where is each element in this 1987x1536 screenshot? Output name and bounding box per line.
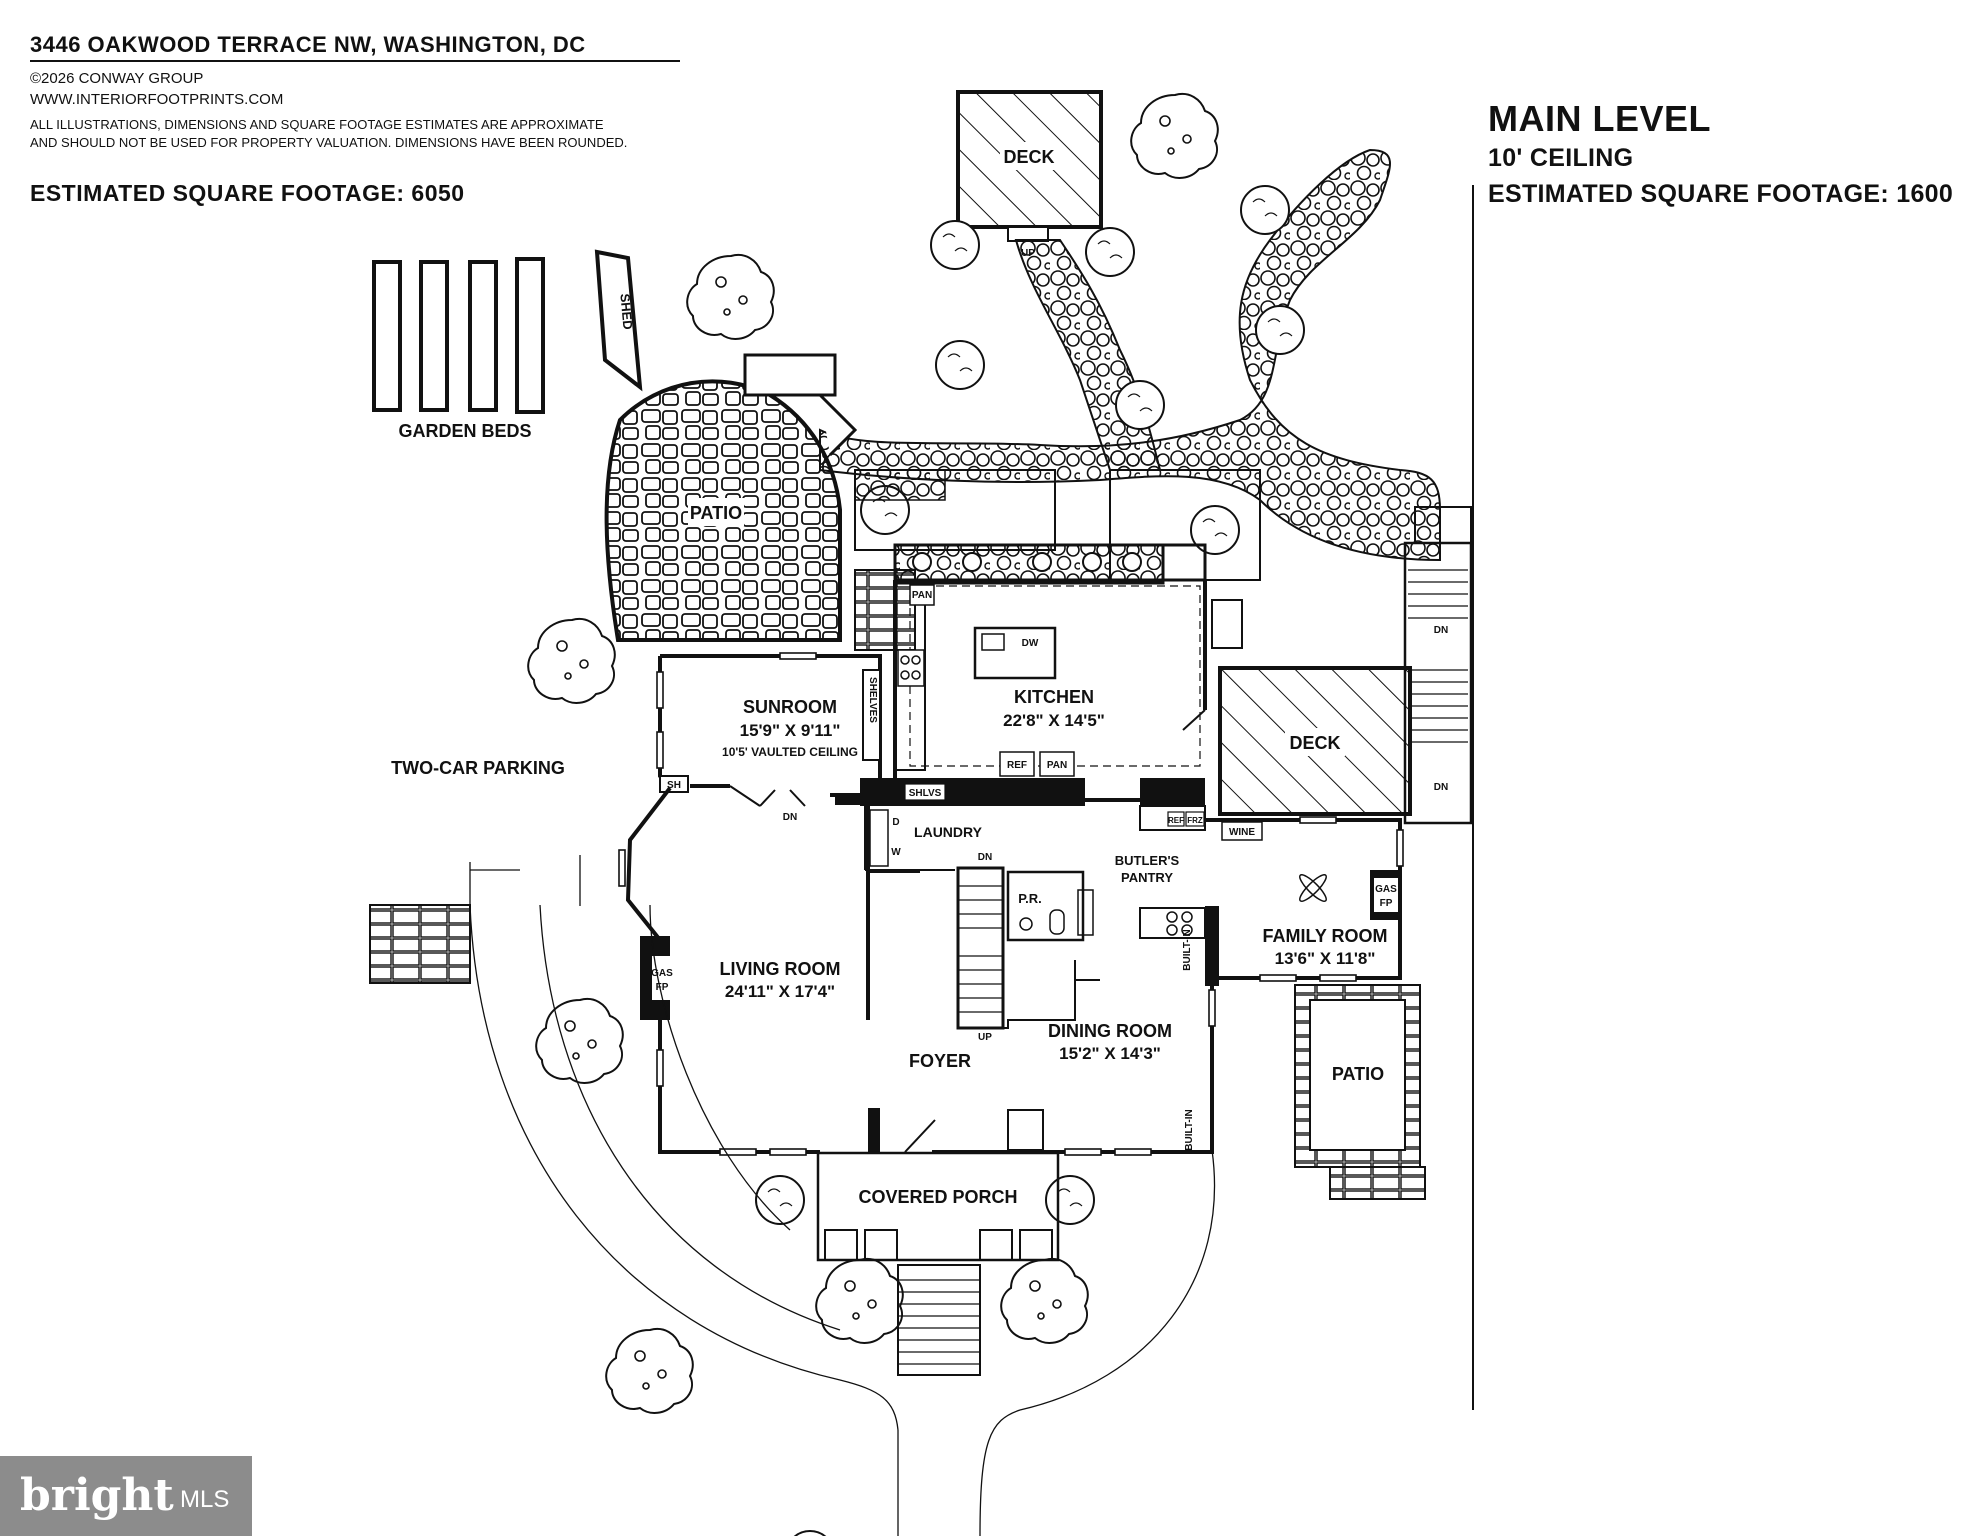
disclaimer-line-2: AND SHOULD NOT BE USED FOR PROPERTY VALU… [30,135,628,150]
label-deck-top: DECK [1003,147,1054,167]
label-dn-steps-2: DN [1434,782,1448,793]
label-pan-kitchen-1: PAN [912,590,932,601]
website-text: WWW.INTERIORFOOTPRINTS.COM [30,91,284,108]
label-built-in-2: BUILT-IN [1184,1109,1195,1150]
label-ref-pantry: REF [1168,816,1184,825]
label-dn-stairs: DN [978,852,992,863]
label-two-car-parking: TWO-CAR PARKING [391,758,565,778]
label-dining-room-dims: 15'2" X 14'3" [1059,1044,1161,1063]
label-deck-right: DECK [1289,733,1340,753]
label-laundry: LAUNDRY [914,824,983,840]
address-title: 3446 OAKWOOD TERRACE NW, WASHINGTON, DC [30,32,586,57]
bright-mls-logo: bright MLS [0,1456,252,1536]
label-shed: SHED [617,293,635,330]
label-pan-kitchen-2: PAN [1047,760,1067,771]
label-patio-small: PATIO [1332,1064,1384,1084]
label-dw: DW [1022,638,1039,649]
label-fp-family: FP [1380,898,1393,909]
logo-suffix: MLS [180,1486,230,1513]
label-dn-steps-1: DN [1434,625,1448,636]
label-patio-main: PATIO [690,503,742,523]
label-up-stairs: UP [978,1032,992,1043]
total-square-footage: ESTIMATED SQUARE FOOTAGE: 6050 [30,180,465,206]
label-w: W [891,847,901,858]
logo-word: bright [20,1470,174,1521]
label-sunroom-dims: 15'9" X 9'11" [740,721,841,740]
label-foyer: FOYER [909,1051,971,1071]
label-sunroom: SUNROOM [743,697,837,717]
label-sunroom-note: 10'5' VAULTED CEILING [722,745,858,759]
label-sh: SH [667,780,681,791]
label-gas-living: GAS [651,968,673,979]
label-family-room-dims: 13'6" X 11'8" [1275,949,1376,968]
label-living-room-dims: 24'11" X 17'4" [725,982,835,1001]
label-garden-beds: GARDEN BEDS [398,421,531,441]
label-shlvs: SHLVS [909,788,942,799]
label-living-room: LIVING ROOM [720,959,841,979]
label-butlers-1: BUTLER'S [1115,853,1180,868]
label-shelves: SHELVES [867,677,878,723]
label-powder-room: P.R. [1018,891,1042,906]
copyright-text: ©2026 CONWAY GROUP [30,70,204,87]
label-dining-room: DINING ROOM [1048,1021,1172,1041]
label-frz: FRZ [1187,816,1203,825]
disclaimer-line-1: ALL ILLUSTRATIONS, DIMENSIONS AND SQUARE… [30,117,604,132]
label-gas-family: GAS [1375,884,1397,895]
label-wine: WINE [1229,827,1255,838]
label-kitchen: KITCHEN [1014,687,1094,707]
label-fp-living: FP [656,982,669,993]
label-family-room: FAMILY ROOM [1262,926,1387,946]
level-ceiling: 10' CEILING [1488,144,1634,172]
label-d: D [892,817,899,828]
label-dn-sunroom: DN [783,812,797,823]
label-covered-porch: COVERED PORCH [858,1187,1017,1207]
label-butlers-2: PANTRY [1121,870,1173,885]
level-title: MAIN LEVEL [1488,98,1712,139]
address-underline [30,60,680,62]
label-built-in-1: BUILT-IN [1182,929,1193,970]
label-ref-kitchen: REF [1007,760,1027,771]
label-kitchen-dims: 22'8" X 14'5" [1003,711,1105,730]
level-square-footage: ESTIMATED SQUARE FOOTAGE: 1600 [1488,180,1954,208]
